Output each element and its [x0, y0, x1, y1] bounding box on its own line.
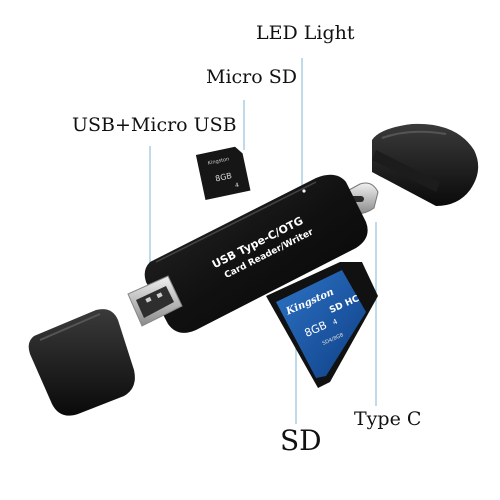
- sd-card: Kingston SD HC 8GB 4 SD4/8GB: [266, 262, 378, 388]
- micro-sd-card: Kingston 8GB 4: [195, 146, 251, 201]
- card-reader-body: USB Type-C/OTG Card Reader/Writer: [144, 174, 368, 333]
- label-led-light: LED Light: [256, 22, 355, 44]
- label-micro-sd: Micro SD: [206, 66, 297, 88]
- sd-card-class: 4: [332, 317, 340, 326]
- usb-plug: [127, 275, 183, 327]
- label-sd: SD: [280, 424, 322, 457]
- usb-cap: [28, 309, 135, 416]
- led-light: [302, 189, 306, 193]
- label-usb-micro-usb: USB+Micro USB: [72, 114, 237, 136]
- micro-sd-class: 4: [234, 182, 239, 190]
- micro-sd-brand: Kingston: [207, 156, 230, 166]
- label-type-c: Type C: [354, 408, 422, 430]
- micro-sd-capacity: 8GB: [214, 171, 232, 183]
- type-c-cap: [372, 123, 479, 206]
